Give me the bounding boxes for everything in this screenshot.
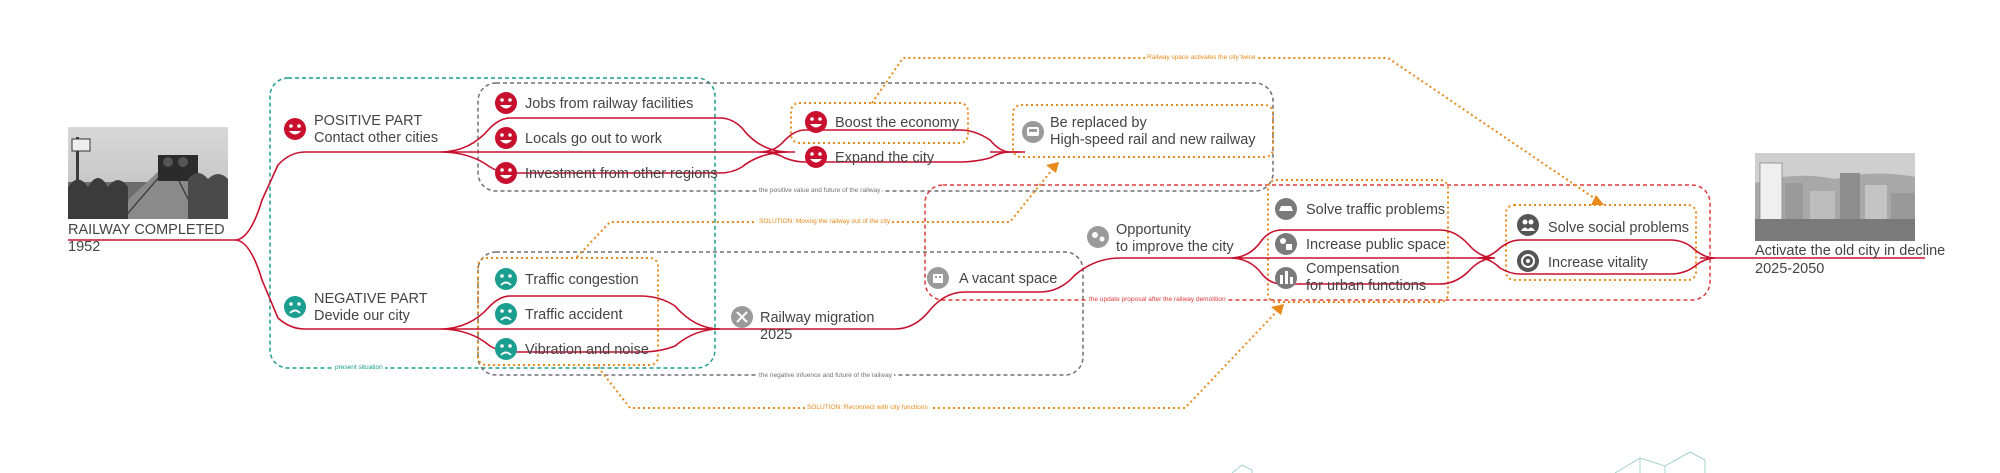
vacant-label: A vacant space <box>959 271 1058 287</box>
happy-face-icon <box>805 111 827 133</box>
activates-twice-arrow <box>871 57 1601 203</box>
solution-reconnect-note: SOLUTION: Reconnect with city functions <box>805 404 930 412</box>
activates-twice-note: Railway space activates the city twice <box>1145 54 1258 62</box>
negative-label-1: NEGATIVE PART <box>314 291 428 307</box>
solution-reconnect-arrow <box>597 307 1281 409</box>
railway-1952-photo <box>68 127 228 219</box>
activates-twice-arrowhead <box>1591 195 1604 205</box>
update-proposal-note: the update proposal after the railway de… <box>1087 296 1228 304</box>
building-wireframe <box>1231 464 1253 473</box>
negative-branches <box>439 295 721 353</box>
flow-split-line <box>234 151 440 330</box>
opportunity-icon <box>1087 226 1109 248</box>
positive-item: Locals go out to work <box>525 131 663 147</box>
improve-branches <box>1229 229 1496 285</box>
happy-face-icon <box>284 118 306 140</box>
economy-branches <box>759 129 1020 163</box>
improve-comp-label-2: for urban functions <box>1306 278 1427 294</box>
improve-public-label: Increase public space <box>1306 237 1447 253</box>
train-icon <box>1022 121 1044 143</box>
happy-face-icon <box>495 162 517 184</box>
update-proposal-box <box>924 184 1711 301</box>
sad-face-icon <box>494 337 518 361</box>
happy-face-icon <box>495 92 517 114</box>
old-city-photo <box>1755 153 1915 241</box>
social-label: Solve social problems <box>1548 220 1690 236</box>
improve-comp-label-1: Compensation <box>1306 261 1400 277</box>
positive-label-2: Contact other cities <box>314 130 439 146</box>
happy-face-icon <box>805 146 827 168</box>
public-space-icon <box>1275 233 1297 255</box>
negative-item: Traffic congestion <box>525 272 639 288</box>
positive-future-box <box>477 82 1274 192</box>
building-wireframe <box>1614 451 1706 473</box>
solution-moving-arrowhead <box>1046 162 1059 173</box>
positive-label-1: POSITIVE PART <box>314 113 423 129</box>
replaced-label-2: High-speed rail and new railway <box>1050 132 1256 148</box>
building-icon <box>927 267 949 289</box>
negative-future-note: the negative infuence and future of the … <box>757 372 894 380</box>
replaced-label-1: Be replaced by <box>1050 115 1147 131</box>
present-situation-note: present situation <box>333 364 385 372</box>
vitality-icon <box>1517 250 1539 272</box>
positive-item: Jobs from railway facilities <box>525 96 694 112</box>
migration-label-2: 2025 <box>760 327 793 343</box>
social-branches <box>1477 239 1716 275</box>
tools-icon <box>731 306 753 328</box>
replaced-highlight-box <box>1012 104 1274 158</box>
boost-label: Boost the economy <box>835 115 960 131</box>
positive-branches <box>439 117 795 174</box>
solution-reconnect-arrowhead <box>1271 304 1284 315</box>
building-icon <box>1275 267 1297 289</box>
migration-label-1: Railway migration <box>760 310 875 326</box>
positive-item: Investment from other regions <box>525 166 718 182</box>
opportunity-label-2: to improve the city <box>1116 239 1234 255</box>
boost-highlight-box <box>790 102 969 144</box>
expand-label: Expand the city <box>835 150 935 166</box>
vitality-label: Increase vitality <box>1548 255 1648 271</box>
start-year: 1952 <box>68 239 101 255</box>
negative-label-2: Devide our city <box>314 308 410 324</box>
opportunity-label-1: Opportunity <box>1116 222 1191 238</box>
negative-item: Traffic accident <box>525 307 623 323</box>
migration-line <box>690 257 1230 330</box>
negative-items-highlight-box <box>477 257 659 366</box>
negative-item: Vibration and noise <box>525 342 649 358</box>
end-years: 2025-2050 <box>1755 261 1825 277</box>
sad-face-icon <box>283 295 307 319</box>
improve-items-highlight-box <box>1267 179 1449 303</box>
happy-face-icon <box>495 127 517 149</box>
end-title: Activate the old city in decline <box>1755 243 1946 259</box>
sad-face-icon <box>494 302 518 326</box>
start-title: RAILWAY COMPLETED <box>68 222 225 238</box>
positive-future-note: the positive value and future of the rai… <box>757 187 883 195</box>
solution-moving-note: SOLUTION: Moving the railway out of the … <box>757 218 893 226</box>
present-situation-box <box>269 77 716 369</box>
people-icon <box>1517 214 1539 236</box>
sad-face-icon <box>494 267 518 291</box>
car-icon <box>1275 198 1297 220</box>
improve-traffic-label: Solve traffic problems <box>1306 202 1446 218</box>
